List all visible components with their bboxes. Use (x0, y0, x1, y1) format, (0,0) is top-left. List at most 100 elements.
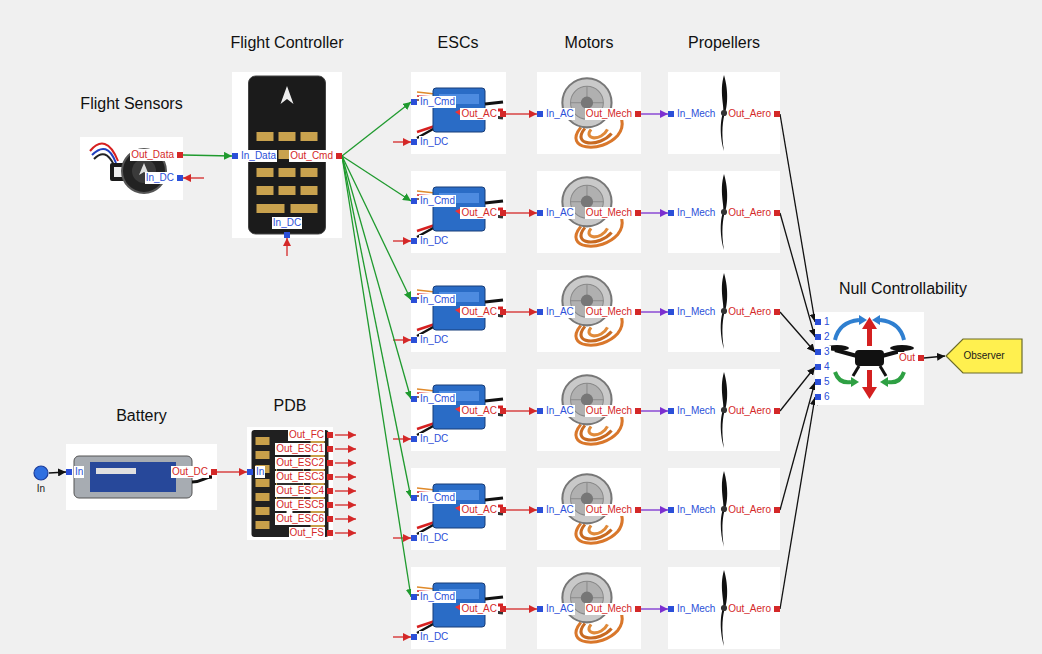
port-square (815, 364, 821, 370)
port-name: In_Cmd (419, 393, 456, 405)
port-name: 4 (823, 361, 831, 373)
port-name: Out_ESC3 (275, 471, 325, 483)
port-name: In (255, 466, 265, 478)
port-name: Out_ESC5 (275, 499, 325, 511)
propeller-block: In_Mech Out_Aero (668, 72, 780, 154)
port-name: In_Mech (676, 108, 716, 120)
port-square (500, 606, 506, 612)
propeller-block: In_MechOut_Aero (668, 171, 780, 253)
power-stub (335, 434, 356, 435)
port-name: Out_DC (171, 466, 209, 478)
port-name: In_Cmd (419, 492, 456, 504)
port-name: In_Cmd (419, 195, 456, 207)
motor-block: In_ACOut_Mech (537, 468, 641, 550)
motor-block: In_ACOut_Mech (537, 369, 641, 451)
signal-connector (342, 156, 411, 399)
port-name: In_DC (419, 433, 449, 445)
port-name: Out_Cmd (289, 150, 334, 162)
signal-connector (780, 397, 815, 609)
port-name: Out_Mech (585, 504, 633, 516)
signal-connector (780, 114, 815, 322)
motor-block: In_ACOut_Mech (537, 72, 641, 154)
block-title: Flight Controller (231, 34, 344, 52)
port-name: In_AC (545, 108, 575, 120)
input-port-circle: In (33, 465, 49, 481)
port-square (635, 210, 641, 216)
port-name: 3 (823, 346, 831, 358)
port-square (537, 111, 543, 117)
port-name: Out_Aero (727, 603, 772, 615)
signal-connector (217, 471, 247, 472)
power-stub (393, 438, 411, 439)
propeller-block: In_MechOut_Aero (668, 369, 780, 451)
port-name: Out_ESC6 (275, 513, 325, 525)
port-square (411, 535, 417, 541)
port-square (411, 139, 417, 145)
port-square (537, 408, 543, 414)
port-name: Out_Aero (727, 108, 772, 120)
propeller-block: In_MechOut_Aero (668, 468, 780, 550)
signal-connector (780, 382, 815, 510)
observer-scope: Observer (945, 338, 1023, 374)
port-square (774, 210, 780, 216)
port-name: Out_Aero (727, 504, 772, 516)
signal-connector (342, 156, 411, 597)
component-picture (417, 583, 503, 633)
column-title: Motors (565, 34, 614, 52)
power-stub (335, 504, 356, 505)
port-name: Out_ESC2 (275, 457, 325, 469)
port-square (815, 349, 821, 355)
port-name: In_Cmd (419, 96, 456, 108)
signal-connector (780, 312, 815, 352)
signal-connector (641, 608, 668, 609)
signal-connector (641, 509, 668, 510)
column-title: ESCs (438, 34, 479, 52)
port-square (177, 152, 183, 158)
port-name: In (74, 466, 84, 478)
port-square (815, 334, 821, 340)
port-name: Out_AC (460, 504, 498, 516)
port-square (327, 460, 333, 466)
port-square (284, 232, 290, 238)
motor-block: In_ACOut_Mech (537, 567, 641, 649)
port-name: In_DC (145, 172, 175, 184)
port-square (537, 210, 543, 216)
power-stub (286, 238, 287, 256)
scope-shape (946, 339, 1022, 373)
port-name: Out_AC (460, 108, 498, 120)
power-stub (335, 532, 356, 533)
port-square (327, 446, 333, 452)
signal-connector (506, 410, 537, 411)
port-square (411, 99, 417, 105)
signal-connector (641, 113, 668, 114)
port-square (327, 474, 333, 480)
port-name: In_Data (240, 150, 277, 162)
port-square (635, 606, 641, 612)
propeller-block: In_MechOut_Aero (668, 270, 780, 352)
port-square (668, 507, 674, 513)
port-name: Out_FC (288, 429, 325, 441)
port-name: In_AC (545, 603, 575, 615)
signal-connector (506, 509, 537, 510)
power-stub (335, 448, 356, 449)
port-square (774, 408, 780, 414)
component-picture (417, 187, 503, 237)
component-picture (417, 286, 503, 336)
esc-block: In_CmdOut_ACIn_DC (411, 72, 506, 154)
block-label: In (37, 483, 45, 495)
battery-block: BatteryInOut_DC (66, 444, 217, 510)
signal-connector (924, 356, 945, 358)
port-square (177, 175, 183, 181)
port-square (327, 432, 333, 438)
port-square (500, 210, 506, 216)
port-name: In_DC (419, 631, 449, 643)
port-square (500, 309, 506, 315)
port-name: Out_FS (289, 527, 325, 539)
power-stub-group (183, 142, 411, 637)
port-name: In_Mech (676, 405, 716, 417)
port-name: 1 (823, 316, 831, 328)
port-name: In_Mech (676, 207, 716, 219)
port-name: 6 (823, 391, 831, 403)
port-name: In_AC (545, 207, 575, 219)
port-square (774, 507, 780, 513)
